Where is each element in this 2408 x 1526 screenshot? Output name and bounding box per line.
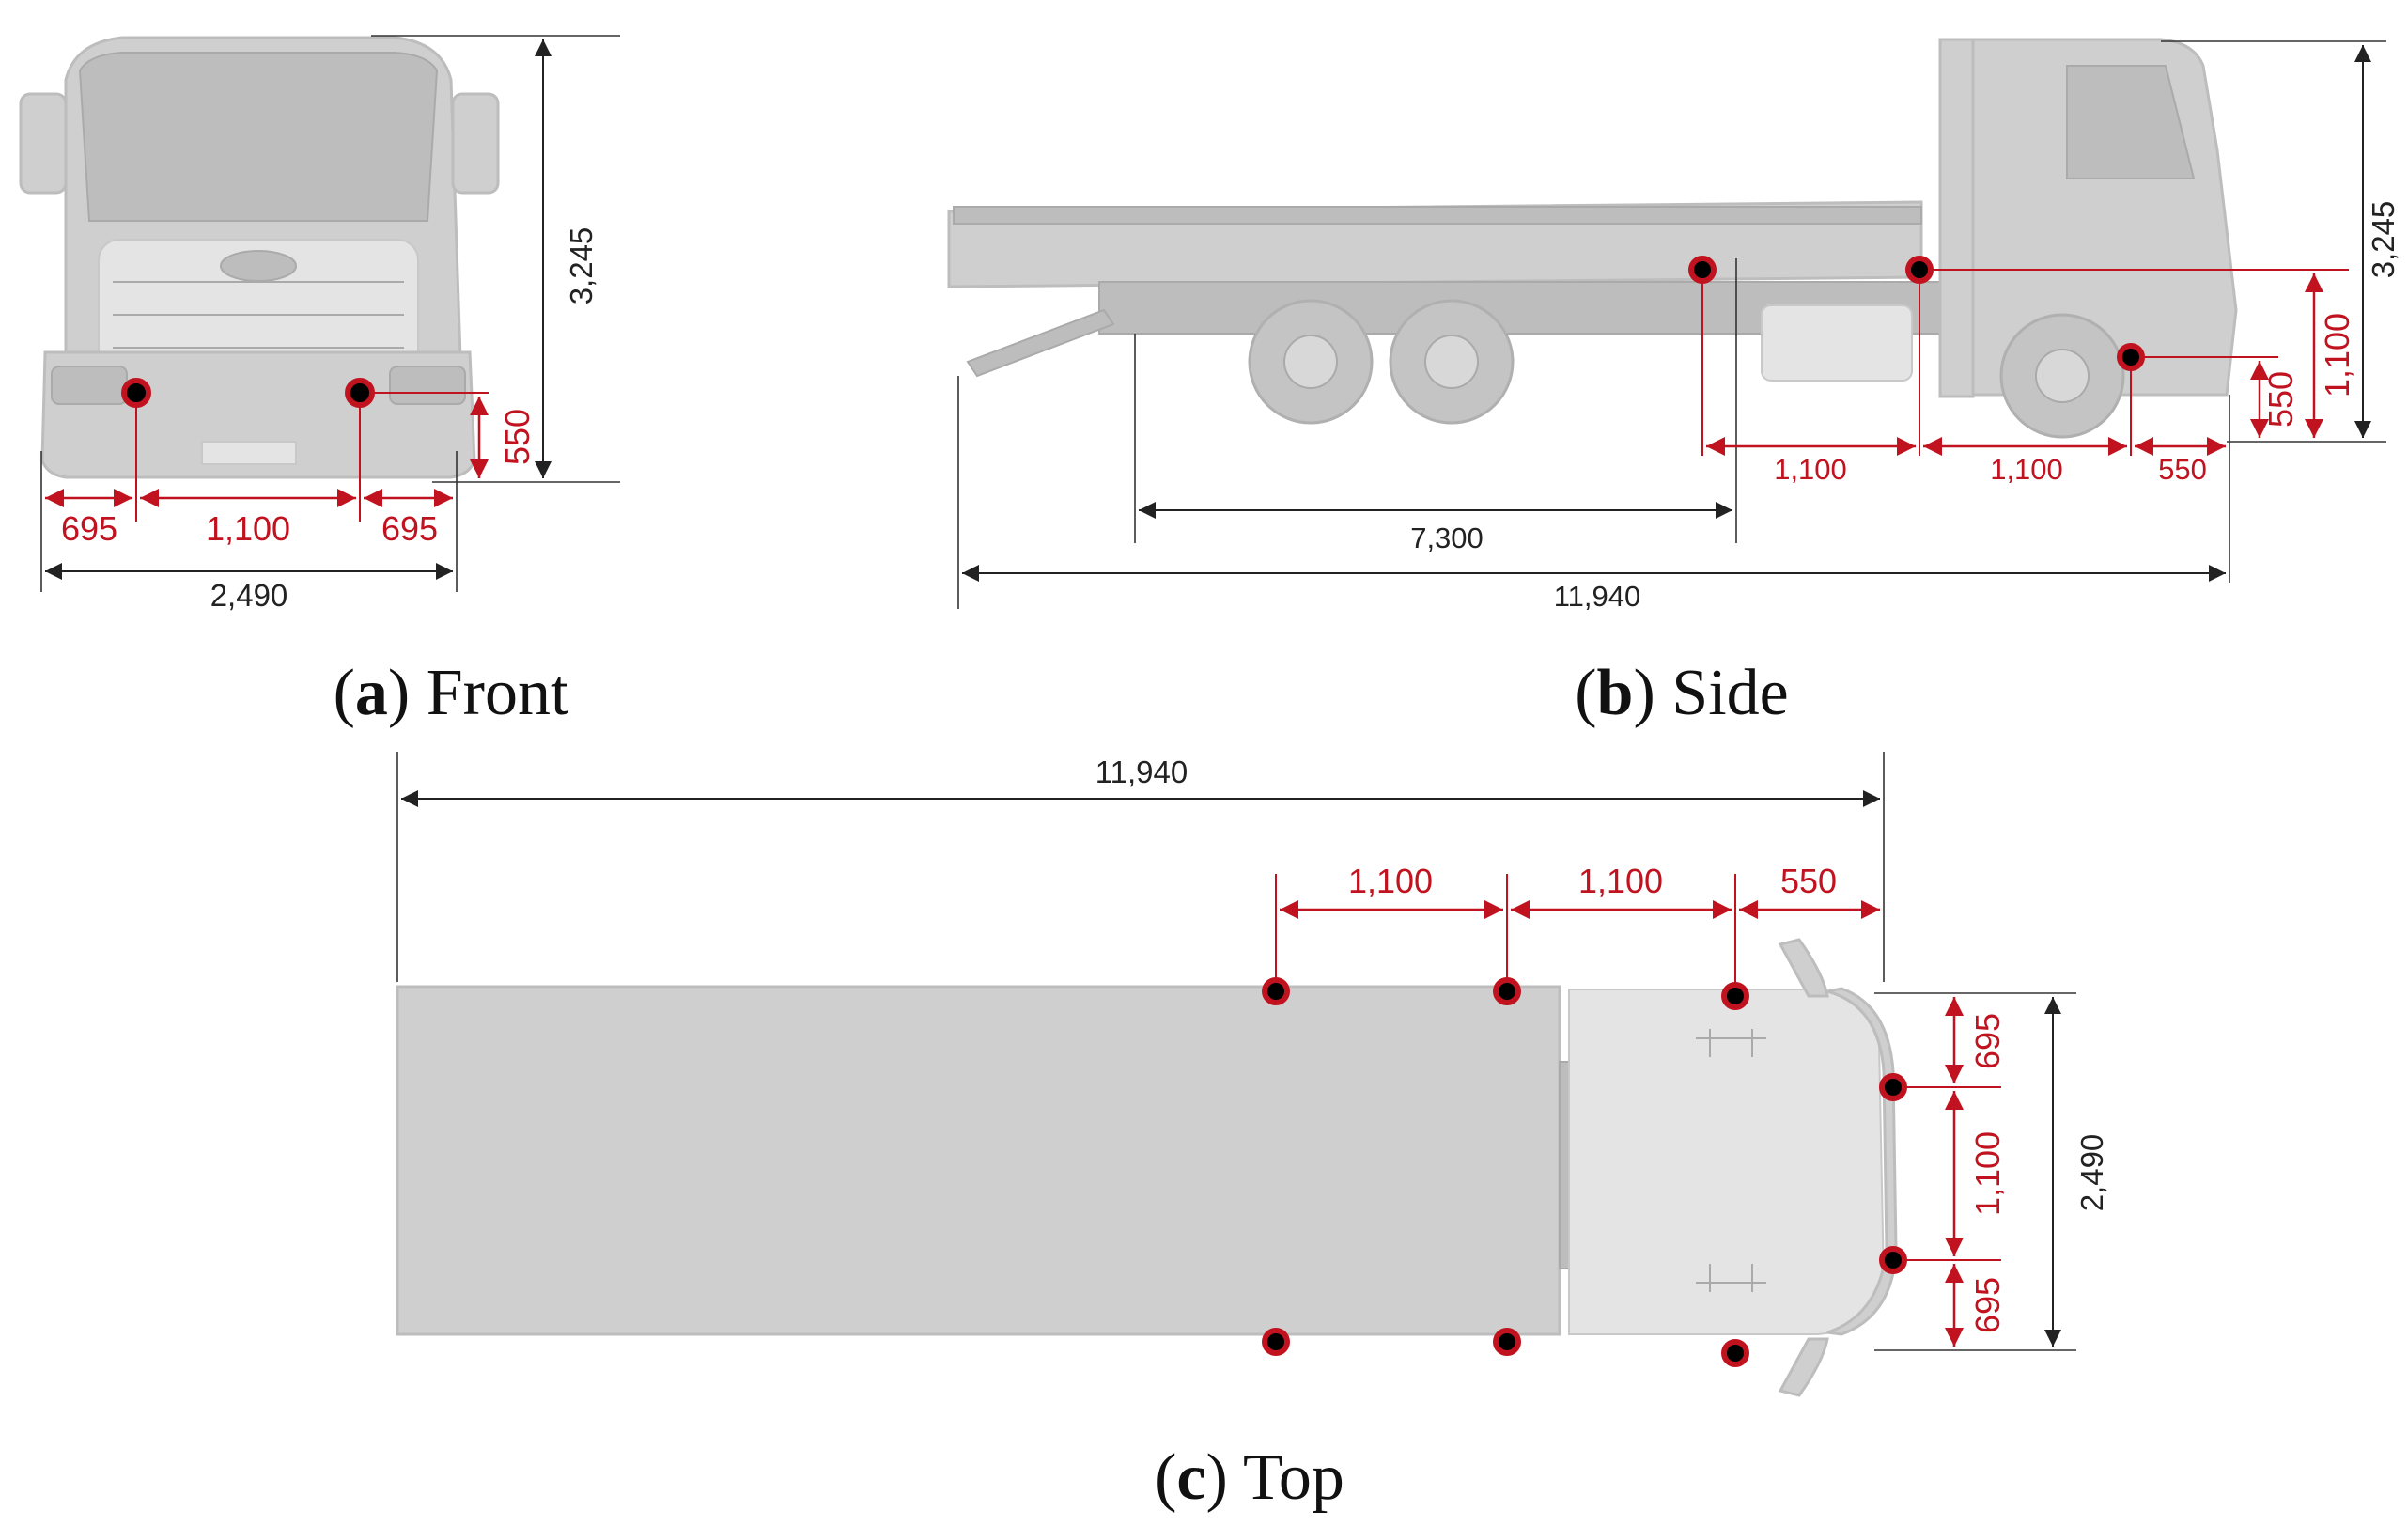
top-sensor-spacing-label: 1,100 [1968,1131,2007,1216]
top-sensor-cab-right [1721,1339,1749,1367]
top-sensor-cab-left [1721,982,1749,1010]
front-left-offset-label: 695 [61,509,117,548]
caption-side: (b) Side [1575,657,1789,729]
top-rear-spacing-label: 1,100 [1348,862,1433,900]
side-view: 3,245 1,100 550 1,100 1,100 550 7,300 11… [947,38,2400,613]
top-sensor-bed-left-rear [1262,977,1290,1005]
side-wheelbase-label: 7,300 [1410,522,1484,554]
side-front-spacing-label: 1,100 [1990,453,2063,486]
top-front-offset-label: 550 [1780,862,1837,900]
front-spacing-label: 1,100 [206,509,290,548]
truck-top-illustration [396,938,1898,1397]
side-rear-spacing-label: 1,100 [1774,453,1847,486]
front-height-label: 3,245 [564,227,598,305]
top-sensor-front-lower [1879,1246,1907,1274]
front-sensor-right [345,378,375,408]
side-height-label: 3,245 [2366,201,2400,279]
front-view: 3,245 550 695 1,100 695 2,490 [19,35,620,613]
truck-front-illustration [19,36,500,479]
side-lower-sensor-height-label: 550 [2261,371,2300,428]
side-sensor-cab-rear [1905,256,1934,284]
truck-side-illustration [947,38,2238,439]
side-upper-sensor-height-label: 1,100 [2318,313,2356,397]
side-front-offset-label: 550 [2158,453,2207,486]
top-sensor-bed-left-front [1493,977,1521,1005]
top-side-offset-top-label: 695 [1968,1013,2007,1069]
top-width-label: 2,490 [2074,1134,2109,1212]
front-sensor-height-label: 550 [498,409,536,465]
top-view: 11,940 1,100 1,100 550 695 1,100 695 2,4… [396,752,2109,1397]
front-right-offset-label: 695 [381,509,438,548]
top-side-offset-bottom-label: 695 [1968,1277,2007,1333]
top-length-label: 11,940 [1095,755,1188,789]
caption-front: (a) Front [334,657,569,729]
top-front-spacing-label: 1,100 [1578,862,1663,900]
front-width-label: 2,490 [210,578,288,613]
top-sensor-front-upper [1879,1073,1907,1101]
top-sensor-bed-right-front [1493,1328,1521,1356]
side-length-label: 11,940 [1554,580,1641,613]
top-sensor-bed-right-rear [1262,1328,1290,1356]
caption-top: (c) Top [1155,1441,1344,1514]
side-sensor-cab-front [2117,343,2145,371]
front-sensor-left [121,378,151,408]
side-sensor-bed [1688,256,1717,284]
